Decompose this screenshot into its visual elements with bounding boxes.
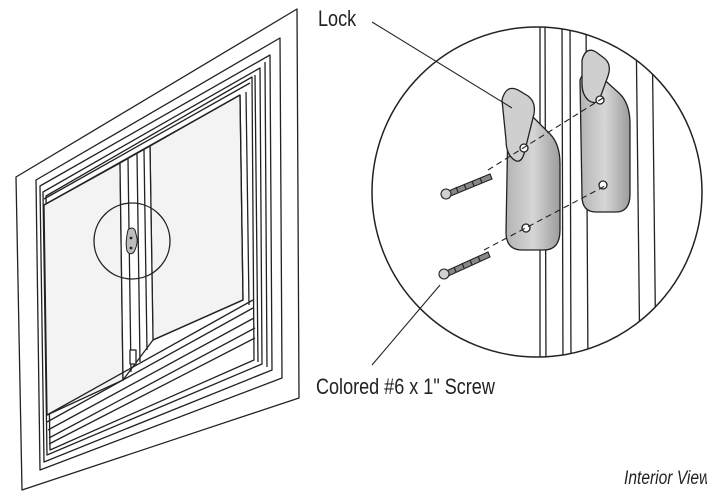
lock-location-callout: [93, 202, 171, 280]
lock-label: Lock: [318, 6, 357, 31]
screw-label: Colored #6 x 1" Screw: [316, 374, 495, 399]
window-meeting-rail: [119, 145, 154, 381]
lock-detail-view: [371, 26, 703, 358]
interior-view-label: Interior View: [624, 468, 707, 489]
screw-upper: [440, 173, 493, 200]
small-lock-icon: [125, 227, 138, 255]
window-illustration: [15, 8, 300, 491]
window-glass-left: [43, 162, 124, 416]
zoom-circle-small: [93, 202, 171, 280]
screw-leader-line: [371, 284, 441, 366]
screw-lower: [438, 251, 491, 280]
lock-leader-line: [371, 21, 513, 109]
